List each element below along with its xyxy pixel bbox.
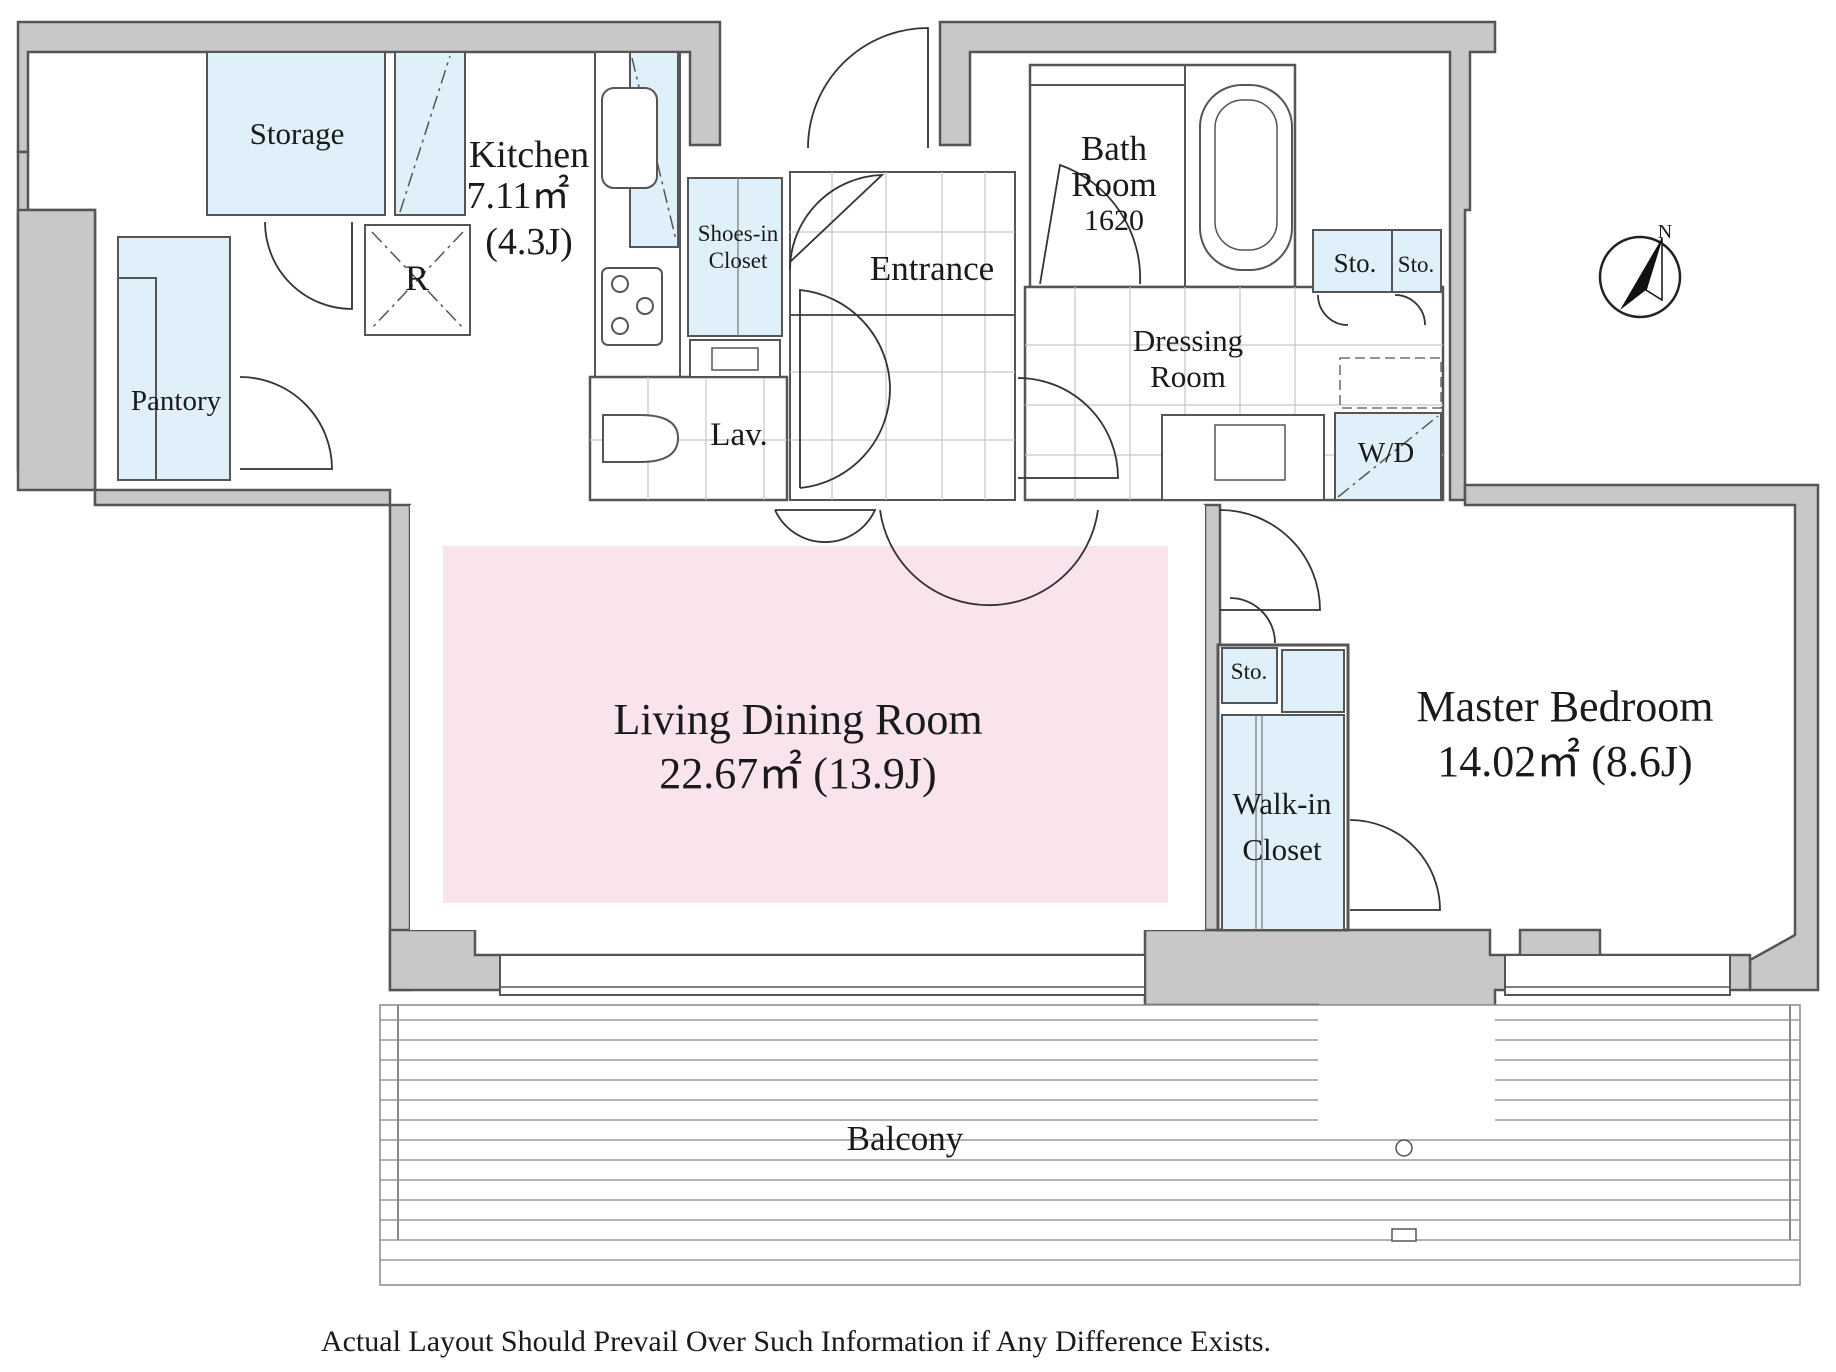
label-pantry: Pantory — [131, 385, 222, 417]
label-living-dining: Living Dining Room — [613, 695, 982, 744]
label-bath-2: Room — [1071, 165, 1157, 204]
wd-diag — [1337, 415, 1439, 498]
label-storage: Storage — [250, 116, 345, 151]
label-living-dining-area: 22.67㎡ (13.9J) — [659, 749, 936, 798]
label-walk-in-1: Walk-in — [1232, 786, 1332, 821]
label-refrigerator: R — [405, 258, 429, 298]
dressing-door — [1017, 377, 1119, 479]
toilet-icon — [602, 414, 680, 463]
label-washer-dryer: W/D — [1358, 437, 1414, 469]
label-bath-size: 1620 — [1084, 204, 1144, 237]
compass: N — [1598, 221, 1682, 319]
living-dining-highlight — [443, 546, 1168, 903]
storage-room — [206, 51, 386, 216]
label-sto-a: Sto. — [1334, 248, 1377, 278]
pantry-shelf — [117, 277, 157, 481]
closet-sto-door — [1229, 597, 1276, 644]
doors — [239, 27, 1441, 911]
basin-bowl — [711, 347, 759, 371]
closet-door — [789, 174, 885, 271]
lavatory-door — [799, 289, 891, 489]
label-closet-sto: Sto. — [1231, 659, 1267, 684]
burner-icon — [611, 317, 629, 335]
label-dressing-2: Room — [1150, 359, 1226, 394]
window-tracks — [499, 954, 1731, 1030]
front-door — [807, 27, 929, 149]
bedroom-door — [1219, 509, 1321, 611]
label-master-bedroom-area: 14.02㎡ (8.6J) — [1437, 737, 1692, 786]
hall-door-right — [879, 509, 1099, 607]
fridge-diag-2 — [371, 231, 464, 329]
vanity-sink — [1214, 424, 1286, 481]
pantry-door — [239, 376, 333, 470]
wd-upper-cabinet — [1339, 357, 1442, 409]
label-shoes-closet-1: Shoes-in — [698, 221, 779, 246]
room-labels: Storage Kitchen 7.11㎡ (4.3J) R Pantory S… — [131, 116, 1714, 1158]
entrance-floor — [789, 171, 1016, 501]
kitchen-sink-icon — [601, 87, 658, 189]
compass-label: N — [1658, 221, 1672, 243]
walk-in-door — [1349, 819, 1441, 911]
label-dressing-1: Dressing — [1133, 323, 1243, 358]
cabinet-dash — [399, 55, 451, 213]
closet-shelf — [1281, 649, 1345, 713]
vent-icon — [1391, 1228, 1417, 1242]
label-master-bedroom: Master Bedroom — [1417, 682, 1714, 731]
label-entrance: Entrance — [870, 249, 994, 288]
storage-cabinets — [1312, 229, 1442, 293]
closet-storage — [1221, 647, 1278, 704]
hall-door-left — [774, 509, 877, 543]
label-kitchen: Kitchen — [469, 134, 589, 176]
bathtub-inner — [1214, 99, 1278, 251]
label-bath-1: Bath — [1081, 129, 1148, 168]
label-kitchen-area: 7.11㎡ — [466, 175, 569, 217]
label-lavatory: Lav. — [710, 417, 767, 453]
label-kitchen-jo: (4.3J) — [485, 221, 573, 263]
north-arrow-icon — [1620, 238, 1662, 310]
burner-icon — [611, 275, 629, 293]
shoes-in-closet — [687, 177, 783, 337]
label-sto-b: Sto. — [1398, 252, 1434, 277]
disclaimer-text: Actual Layout Should Prevail Over Such I… — [321, 1325, 1271, 1358]
stove-icon — [601, 267, 663, 346]
balcony-deck — [379, 1004, 1801, 1286]
walk-in-closet — [1221, 714, 1345, 931]
label-balcony: Balcony — [847, 1119, 964, 1158]
burner-icon — [636, 297, 654, 315]
label-walk-in-2: Closet — [1242, 832, 1322, 867]
label-shoes-closet-2: Closet — [709, 248, 768, 273]
bath-door — [1039, 163, 1141, 285]
drain-icon — [1395, 1139, 1413, 1157]
sto-cabinet-doors — [1317, 294, 1426, 326]
storage-door — [264, 221, 353, 310]
kitchen-cabinet — [394, 51, 466, 216]
